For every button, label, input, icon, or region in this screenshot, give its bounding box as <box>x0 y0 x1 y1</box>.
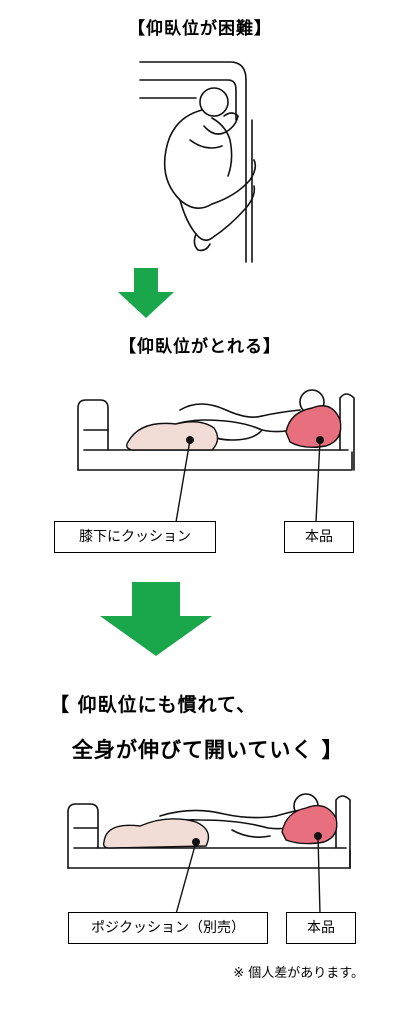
section-title-used-to-line2: 全身が伸びて開いていく 】 <box>72 738 344 762</box>
section-title-possible: 【仰臥位がとれる】 <box>119 337 281 357</box>
posi-cushion-shape <box>102 818 210 849</box>
curled-figure-illustration <box>139 61 257 263</box>
leader-line-product-2 <box>317 835 321 915</box>
label-knee-cushion: 膝下にクッション <box>54 521 216 553</box>
section-title-difficult: 【仰臥位が困難】 <box>128 19 272 39</box>
leader-dot-posi <box>192 838 200 846</box>
product-pillow-shape-2 <box>281 804 338 845</box>
label-product-2: 本品 <box>286 912 356 944</box>
leader-dot-product <box>316 436 324 444</box>
green-arrow-down-icon <box>118 268 174 318</box>
leader-dot-product-2 <box>314 832 322 840</box>
leader-line-posi <box>175 841 197 915</box>
green-arrow-down-large-icon <box>100 582 212 656</box>
leader-line-product <box>315 439 321 523</box>
leader-line-knee <box>175 439 191 523</box>
individual-difference-note: ※ 個人差があります。 <box>233 966 364 981</box>
leader-dot-knee <box>186 436 194 444</box>
lying-figure-illustration-2 <box>67 793 351 869</box>
label-product: 本品 <box>284 521 354 553</box>
product-pillow-shape <box>285 405 342 449</box>
label-posi-cushion: ポジクッション（別売） <box>68 912 268 944</box>
section-title-used-to-line1: 【 仰臥位にも慣れて、 <box>50 694 257 716</box>
knee-cushion-shape <box>125 421 219 451</box>
